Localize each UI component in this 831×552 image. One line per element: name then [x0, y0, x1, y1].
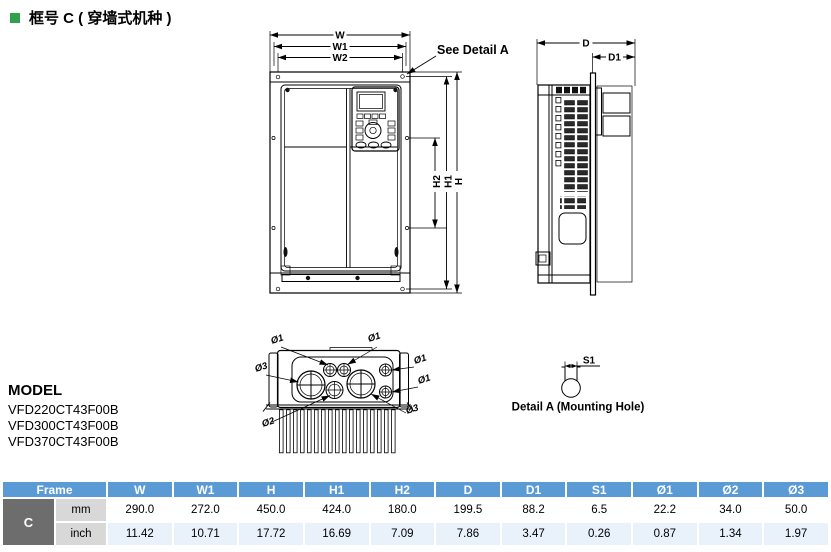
hole-label-phi1: Ø1 — [413, 352, 428, 366]
dim-label-d1: D1 — [608, 53, 621, 64]
section-title-text: 框号 C ( 穿墙式机种 ) — [29, 10, 172, 27]
table-cell: 17.72 — [239, 523, 303, 545]
table-cell: 1.97 — [764, 523, 828, 545]
hole-label-phi1: Ø1 — [270, 332, 285, 346]
table-cell: 7.86 — [436, 523, 500, 545]
section-bullet-icon — [10, 12, 20, 23]
table-cell: 11.42 — [108, 523, 172, 545]
dim-label-w2: W2 — [333, 53, 348, 64]
front-view-drawing: W W1 W2 — [269, 30, 509, 294]
table-cell: 7.09 — [370, 523, 435, 545]
hole-label-phi2: Ø2 — [261, 415, 277, 430]
table-cell: 22.2 — [633, 499, 697, 521]
dimension-drawing: W W1 W2 — [254, 30, 645, 454]
table-cell: 16.69 — [304, 523, 369, 545]
detail-a-drawing: S1 Detail A (Mounting Hole) — [512, 356, 645, 414]
table-cell: 272.0 — [173, 499, 238, 521]
model-item: VFD220CT43F00B — [8, 402, 119, 417]
side-view-drawing: D D1 — [535, 38, 636, 296]
model-heading: MODEL — [8, 382, 63, 399]
dim-label-h: H — [454, 178, 465, 185]
dim-label-w1: W1 — [333, 42, 348, 53]
table-cell: 0.26 — [567, 523, 631, 545]
table-cell: 3.47 — [501, 523, 566, 545]
table-header-d1: D1 — [501, 482, 566, 497]
table-cell: 1.34 — [698, 523, 763, 545]
dim-label-w: W — [335, 31, 345, 42]
table-header-phi3: Ø3 — [764, 482, 828, 497]
table-header-frame: Frame — [3, 482, 106, 497]
table-header-phi2: Ø2 — [698, 482, 763, 497]
table-cell: 199.5 — [436, 499, 500, 521]
hole-label-phi1: Ø1 — [367, 330, 382, 344]
table-cell: 424.0 — [304, 499, 369, 521]
hole-label-phi3: Ø3 — [405, 402, 421, 417]
frame-value-cell: C — [3, 499, 54, 545]
table-cell: 450.0 — [239, 499, 303, 521]
model-item: VFD300CT43F00B — [8, 418, 119, 433]
see-detail-a-label: See Detail A — [437, 43, 509, 57]
table-header-h: H — [239, 482, 303, 497]
unit-cell-mm: mm — [56, 499, 106, 521]
model-block: MODEL VFD220CT43F00B VFD300CT43F00B VFD3… — [8, 382, 119, 450]
model-item: VFD370CT43F00B — [8, 434, 119, 449]
table-row-inch: inch 11.42 10.71 17.72 16.69 7.09 7.86 3… — [3, 523, 828, 545]
table-cell: 34.0 — [698, 499, 763, 521]
table-header-w1: W1 — [173, 482, 238, 497]
table-header-h1: H1 — [304, 482, 369, 497]
table-header-phi1: Ø1 — [633, 482, 697, 497]
bottom-view-drawing: Ø1 Ø1 Ø1 Ø1 Ø3 Ø2 Ø3 — [254, 330, 432, 454]
dim-label-d: D — [582, 39, 589, 50]
table-header-row: Frame W W1 H H1 H2 D D1 S1 Ø1 Ø2 Ø3 — [3, 482, 828, 497]
table-header-h2: H2 — [370, 482, 435, 497]
unit-cell-inch: inch — [56, 523, 106, 545]
table-cell: 88.2 — [501, 499, 566, 521]
dim-label-h2: H2 — [432, 175, 443, 188]
table-header-w: W — [108, 482, 172, 497]
table-cell: 0.87 — [633, 523, 697, 545]
dim-label-h1: H1 — [444, 175, 455, 188]
table-cell: 6.5 — [567, 499, 631, 521]
dim-label-s1: S1 — [583, 356, 596, 367]
dimension-table: Frame W W1 H H1 H2 D D1 S1 Ø1 Ø2 Ø3 C mm… — [1, 480, 830, 547]
hole-label-phi3: Ø3 — [254, 360, 270, 375]
table-row-mm: C mm 290.0 272.0 450.0 424.0 180.0 199.5… — [3, 499, 828, 545]
table-header-d: D — [436, 482, 500, 497]
keypad-panel — [351, 86, 400, 152]
table-cell: 50.0 — [764, 499, 828, 521]
detail-a-caption: Detail A (Mounting Hole) — [512, 402, 645, 414]
section-title: 框号 C ( 穿墙式机种 ) — [10, 7, 172, 28]
table-header-s1: S1 — [567, 482, 631, 497]
table-cell: 10.71 — [173, 523, 238, 545]
table-cell: 290.0 — [108, 499, 172, 521]
table-cell: 180.0 — [370, 499, 435, 521]
hole-label-phi1: Ø1 — [417, 372, 432, 386]
